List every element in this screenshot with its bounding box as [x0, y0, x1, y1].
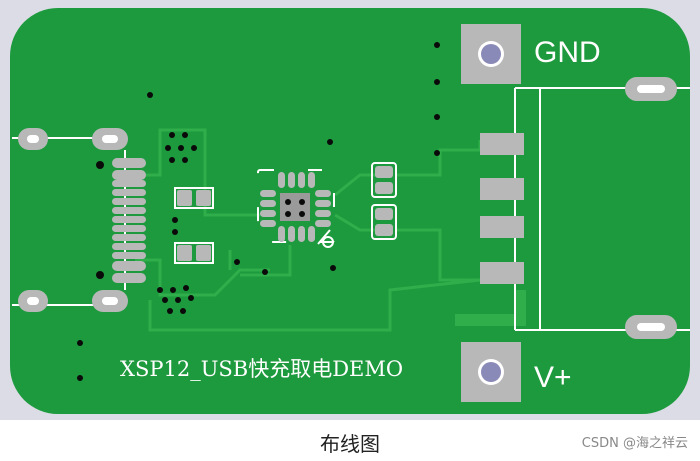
vias — [77, 42, 440, 381]
figure-caption: 布线图 — [320, 432, 380, 456]
qfn-chip — [260, 172, 331, 242]
gnd-terminal — [461, 24, 521, 84]
usb-c-pads — [112, 158, 146, 283]
output-pads — [480, 133, 524, 284]
gnd-label: GND — [534, 36, 601, 69]
pcb-diagram: GND V+ XSP12_USB快充取电DEMO — [0, 0, 700, 420]
power-trace — [455, 290, 526, 326]
pin1-marker — [317, 229, 334, 248]
watermark: CSDN @海之祥云 — [581, 436, 688, 451]
usb-mount-slots — [18, 128, 128, 312]
vplus-terminal — [461, 342, 521, 402]
vplus-label: V+ — [534, 361, 572, 394]
pcb-layout-view: GND V+ XSP12_USB快充取电DEMO — [0, 0, 700, 420]
board-silk-title: XSP12_USB快充取电DEMO — [120, 357, 403, 381]
smd-pads — [177, 166, 393, 261]
right-mount-slots — [625, 77, 677, 339]
